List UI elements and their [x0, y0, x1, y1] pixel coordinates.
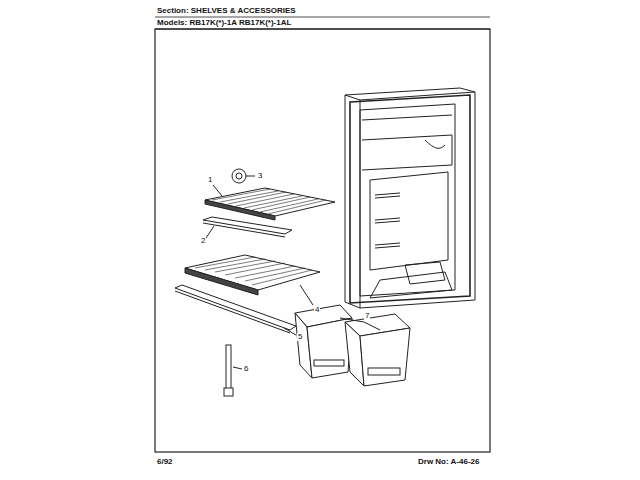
callout-number: 6: [243, 365, 249, 373]
model-numbers: Models: RB17K(*)-1A RB17K(*)-1AL: [157, 19, 291, 27]
callout-number: 7: [364, 312, 370, 320]
drawing-number: Drw No: A-46-26: [418, 458, 480, 466]
callout-number: 4: [314, 306, 320, 314]
callout-number: 3: [257, 172, 263, 180]
callout-number: 1: [207, 176, 213, 184]
callout-number: 5: [297, 333, 303, 341]
section-title: Section: SHELVES & ACCESSORIES: [157, 7, 296, 15]
date-code: 6/92: [157, 458, 173, 466]
callout-number: 2: [200, 237, 206, 245]
